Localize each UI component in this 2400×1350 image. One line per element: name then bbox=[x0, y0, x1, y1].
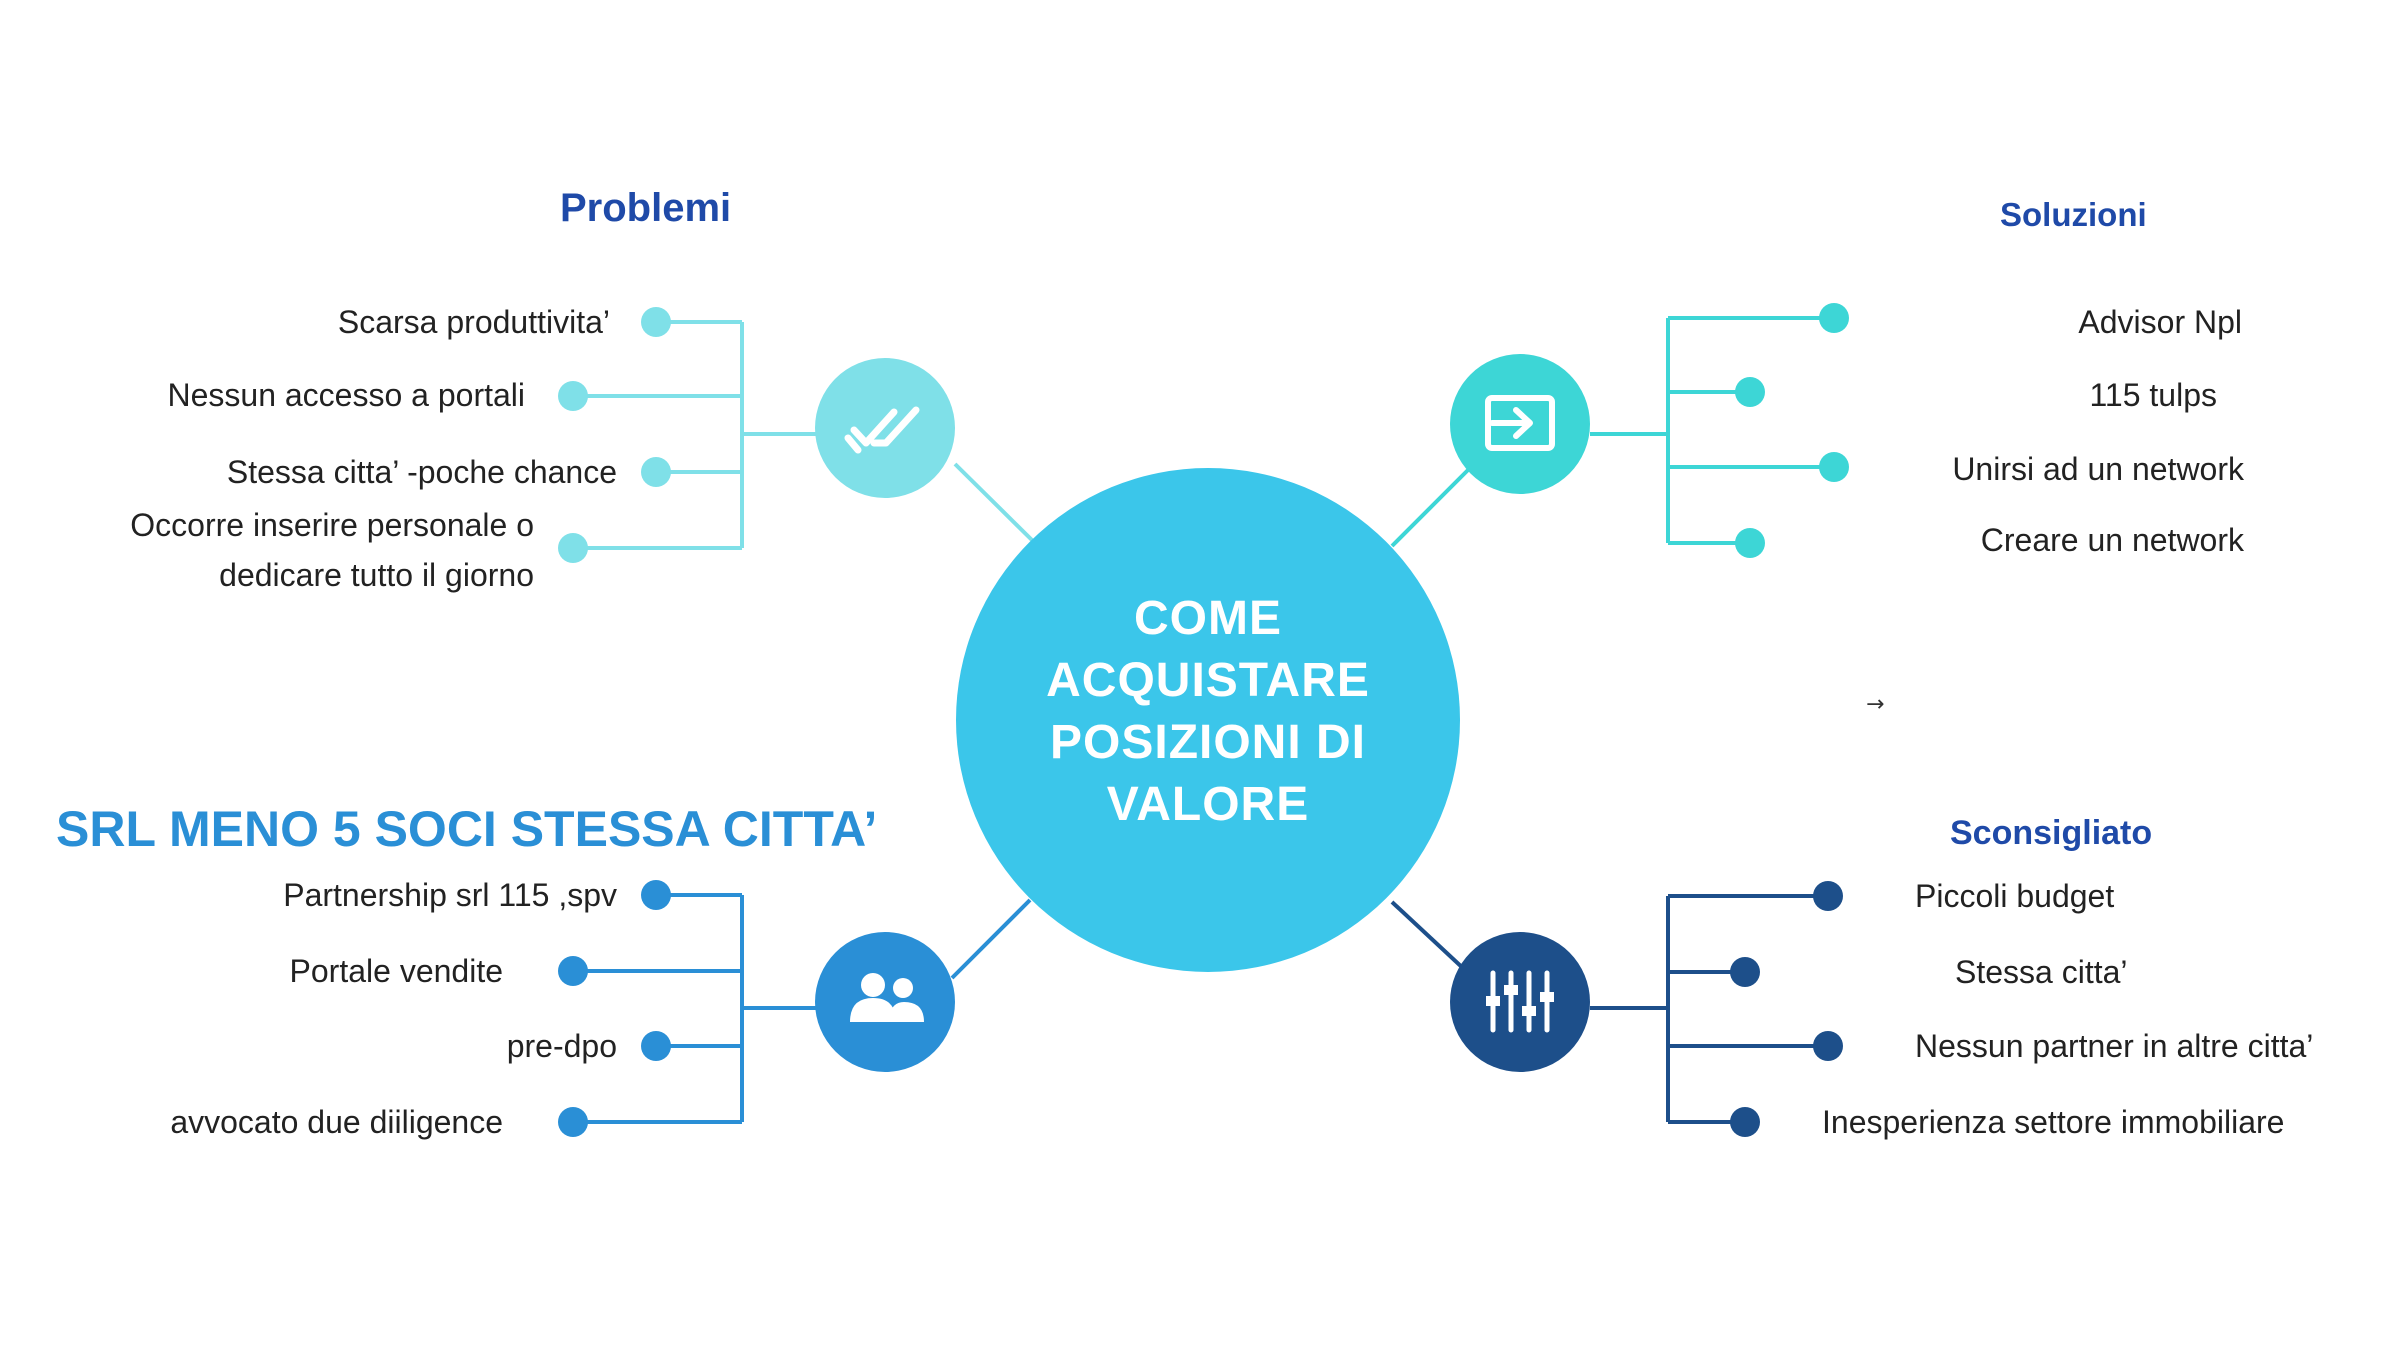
sconsigliato-item: Nessun partner in altre citta’ bbox=[1915, 1028, 2314, 1064]
mixer-sliders-icon bbox=[1486, 970, 1554, 1033]
soluzioni-icon-node bbox=[1450, 354, 1590, 494]
sconsigliato-dots bbox=[1730, 881, 1843, 1137]
problemi-item: Stessa citta’ -poche chance bbox=[226, 454, 617, 490]
problemi-title: Problemi bbox=[560, 186, 732, 230]
srl-item: Portale vendite bbox=[289, 953, 503, 989]
problemi-connectors bbox=[573, 320, 1040, 550]
sconsigliato-item: Inesperienza settore immobiliare bbox=[1822, 1104, 2285, 1140]
people-icon bbox=[850, 973, 924, 1022]
double-check-icon bbox=[844, 406, 920, 454]
srl-item: Partnership srl 115 ,spv bbox=[283, 877, 617, 913]
problemi-icon-node bbox=[815, 358, 955, 498]
srl-item: avvocato due diiligence bbox=[170, 1104, 503, 1140]
arrow-icon: → bbox=[1866, 692, 1885, 717]
center-circle bbox=[956, 468, 1460, 972]
soluzioni-item: Unirsi ad un network bbox=[1952, 451, 2244, 487]
soluzioni-item: Advisor Npl bbox=[2078, 304, 2242, 340]
sconsigliato-title: Sconsigliato bbox=[1950, 814, 2153, 852]
sconsigliato-icon-node bbox=[1450, 932, 1590, 1072]
problemi-item: Occorre inserire personale o dedicare tu… bbox=[130, 507, 534, 593]
srl-icon-node bbox=[815, 932, 955, 1072]
sconsigliato-item: Stessa citta’ bbox=[1955, 954, 2128, 990]
soluzioni-item: 115 tulps bbox=[2089, 377, 2218, 413]
problemi-dots bbox=[558, 307, 671, 563]
srl-item: pre-dpo bbox=[506, 1028, 617, 1064]
center-title: COME ACQUISTARE POSIZIONI DI VALORE bbox=[1046, 592, 1370, 831]
problemi-item: Scarsa produttivita’ bbox=[337, 304, 610, 340]
soluzioni-dots bbox=[1735, 303, 1849, 558]
soluzioni-item: Creare un network bbox=[1980, 522, 2244, 558]
srl-connectors bbox=[573, 893, 1032, 1124]
srl-title: SRL MENO 5 SOCI STESSA CITTA’ bbox=[56, 801, 878, 857]
soluzioni-title: Soluzioni bbox=[2000, 196, 2147, 233]
sign-in-icon bbox=[1485, 395, 1555, 451]
soluzioni-connectors bbox=[1390, 316, 1834, 548]
sconsigliato-item: Piccoli budget bbox=[1915, 878, 2115, 914]
srl-dots bbox=[558, 880, 671, 1137]
problemi-item: Nessun accesso a portali bbox=[167, 377, 525, 413]
